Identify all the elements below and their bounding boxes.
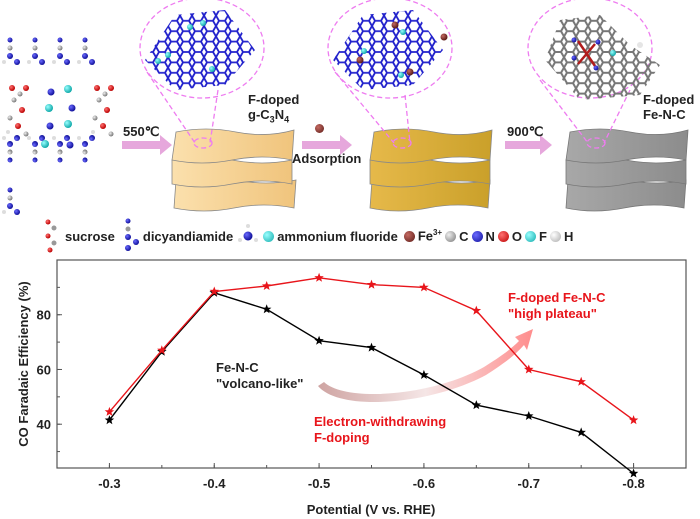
arrow-900-icon (505, 135, 552, 155)
faradaic-efficiency-chart: -0.3 -0.4 -0.5 -0.6 -0.7 -0.8 40 60 80 Potential… (16, 259, 687, 517)
annotation-f-doping-line2: F-doping (314, 430, 370, 445)
product-fe-n-c-line2: Fe-N-C (643, 107, 686, 122)
step-550-label: 550℃ (123, 124, 160, 139)
data-point-fe-n-c (104, 415, 115, 425)
data-point-fe-n-c (524, 411, 534, 420)
product-fe-n-c-label: F-doped Fe-N-C (643, 92, 694, 122)
fe-adsorbed-sheets (369, 128, 493, 212)
arrow-adsorption-icon (302, 135, 352, 155)
legend-h: H (563, 228, 574, 244)
legend-fe: Fe3+ (417, 228, 443, 244)
data-point-f-doped-fe-n-c (261, 281, 272, 290)
o-legend-icon (497, 230, 509, 242)
data-point-fe-n-c (366, 342, 377, 352)
x-tick-label: -0.6 (413, 476, 435, 491)
annotation-f-doped-line2: "high plateau" (508, 306, 597, 321)
step-900-label: 900℃ (507, 124, 544, 139)
synthesis-scheme (2, 0, 689, 215)
data-point-fe-n-c (419, 369, 429, 379)
g-c3n4-sheets (171, 128, 297, 212)
fe-legend-icon (403, 230, 415, 242)
product-g-c3n4-formula: g-C3N4 (248, 107, 290, 125)
data-point-f-doped-fe-n-c (419, 282, 429, 292)
arrow-550-icon (122, 135, 172, 155)
f-doping-curved-arrow (318, 329, 533, 403)
dicyandiamide-molecule-icon (2, 37, 20, 65)
h-legend-icon (549, 230, 561, 242)
annotation-fe-n-c-line2: "volcano-like" (216, 376, 303, 391)
fluoride-legend-icon (263, 230, 275, 242)
c-legend-icon (445, 230, 457, 242)
product-fe-n-c-line1: F-doped (643, 92, 695, 107)
legend-n: N (485, 228, 495, 244)
fe-adsorbed-lattice (333, 10, 443, 90)
dicyandiamide-legend-icon (124, 218, 139, 251)
data-point-f-doped-fe-n-c (366, 279, 377, 289)
sucrose-molecule-icon (6, 85, 29, 137)
y-axis-label: CO Faradaic Efficiency (%) (16, 281, 31, 446)
data-point-fe-n-c (628, 468, 639, 478)
zoom-circle-fe-adsorbed (327, 0, 453, 99)
legend-c: C (459, 228, 469, 244)
x-tick-label: -0.8 (622, 476, 644, 491)
data-point-fe-n-c (261, 304, 272, 314)
legend-dicyandiamide: dicyandiamide (142, 228, 234, 244)
data-point-f-doped-fe-n-c (157, 345, 167, 355)
data-point-fe-n-c (471, 400, 482, 410)
x-tick-label: -0.3 (98, 476, 120, 491)
data-point-fe-n-c (314, 335, 324, 345)
fe-n-c-sheets (565, 128, 689, 212)
zoom-circle-g-c3n4 (139, 0, 265, 99)
legend-o: O (511, 228, 523, 244)
legend-f: F (539, 228, 547, 244)
data-point-f-doped-fe-n-c (628, 415, 639, 425)
f-legend-icon (525, 230, 537, 242)
data-point-f-doped-fe-n-c (104, 406, 115, 416)
annotation-fe-n-c-line1: Fe-N-C (216, 360, 259, 375)
y-tick-label: 80 (37, 308, 51, 323)
data-point-f-doped-fe-n-c (314, 272, 324, 282)
data-point-f-doped-fe-n-c (576, 376, 586, 386)
legend: sucrose dicyandiamide ammonium fluoride … (42, 216, 573, 256)
x-tick-label: -0.5 (308, 476, 330, 491)
product-g-c3n4-label: F-doped g-C3N4 (248, 92, 299, 128)
product-g-c3n4-line1: F-doped (248, 92, 300, 107)
data-point-f-doped-fe-n-c (471, 305, 482, 315)
n-legend-icon (471, 230, 483, 242)
sucrose-legend-icon (45, 219, 57, 253)
fe-n-c-lattice (545, 15, 660, 100)
data-point-f-doped-fe-n-c (209, 286, 219, 296)
data-point-fe-n-c (576, 427, 586, 437)
precursor-mixture (2, 37, 114, 215)
x-tick-label: -0.7 (518, 476, 540, 491)
ammonium-legend-icon (238, 224, 259, 242)
step-adsorption-label: Adsorption (292, 151, 362, 166)
legend-ammonium-fluoride: ammonium fluoride (277, 228, 398, 244)
g-c3n4-lattice (145, 10, 255, 90)
x-axis-label: Potential (V vs. RHE) (307, 502, 436, 517)
legend-sucrose: sucrose (65, 228, 115, 244)
annotation-f-doping-line1: Electron-withdrawing (314, 414, 446, 429)
x-tick-label: -0.4 (203, 476, 226, 491)
annotation-f-doped-line1: F-doped Fe-N-C (508, 290, 606, 305)
fe-ion-icon (315, 124, 324, 133)
data-point-f-doped-fe-n-c (524, 364, 534, 374)
y-tick-label: 40 (37, 417, 51, 432)
y-tick-label: 60 (37, 362, 51, 377)
